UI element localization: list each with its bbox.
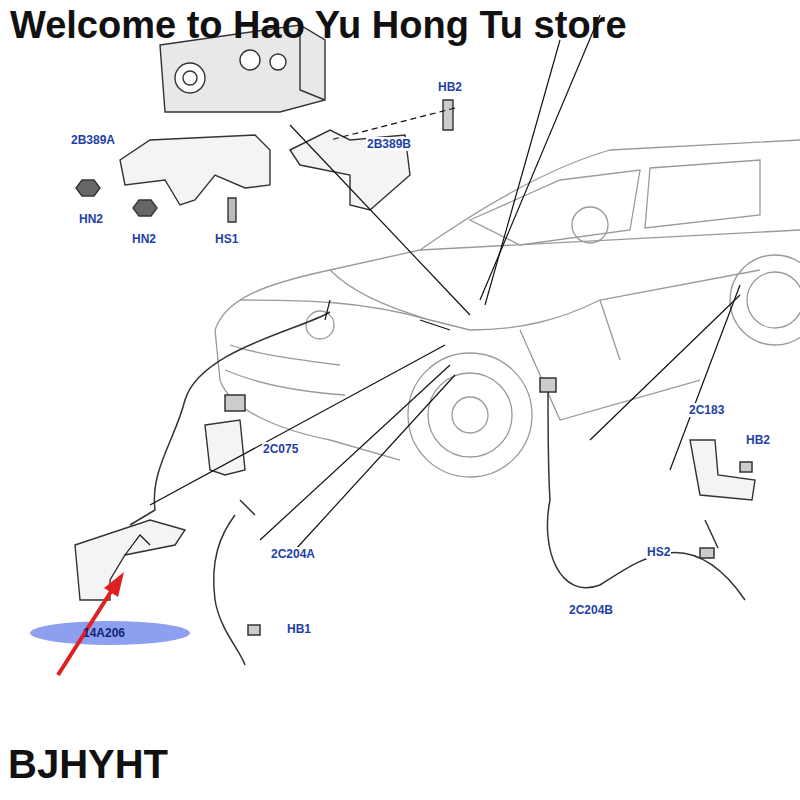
callout-number: HS1 — [214, 232, 239, 246]
brand-caption: BJHYHT — [8, 742, 168, 787]
store-title: Welcome to Hao Yu Hong Tu store — [10, 4, 627, 47]
callout-number: 2C204A — [270, 547, 316, 561]
callout-number: 2B389A — [70, 133, 116, 147]
callout-number: 2B389B — [366, 137, 412, 151]
callout-number: 2C204B — [568, 603, 614, 617]
callout-number: HB2 — [437, 80, 463, 94]
callout-number: HS2 — [646, 545, 671, 559]
callout-number: HN2 — [78, 212, 104, 226]
callout-number: HB2 — [745, 433, 771, 447]
callout-number: 14A206 — [82, 626, 126, 640]
leader-line — [125, 15, 740, 555]
bracket — [75, 100, 755, 600]
highlight-ellipse — [30, 621, 190, 645]
callout-number: HB1 — [286, 622, 312, 636]
callout-number: HN2 — [131, 232, 157, 246]
callout-number: 2C075 — [262, 442, 299, 456]
sensor-wire — [130, 312, 752, 665]
callout-number: 2C183 — [688, 403, 725, 417]
pointer-arrow — [58, 572, 124, 675]
car-outline — [215, 140, 800, 477]
